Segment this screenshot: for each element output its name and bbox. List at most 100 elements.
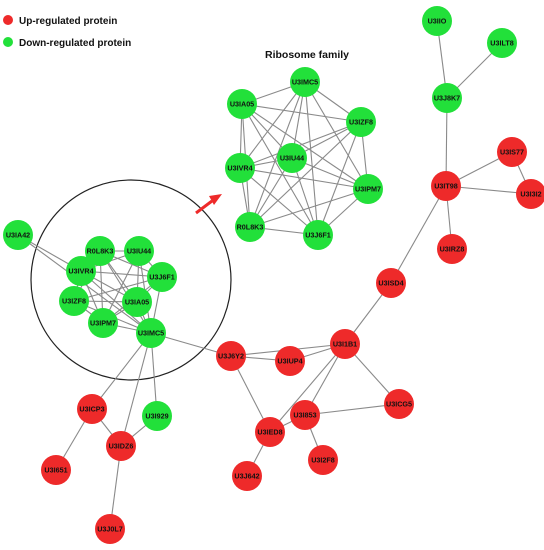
edge: [304, 81, 319, 236]
node-u3ipm7: U3IPM7: [88, 308, 118, 338]
node-u3imc5: U3IMC5: [136, 318, 166, 348]
node-u3j6f1: U3J6F1: [147, 262, 177, 292]
node-label: U3ICG5: [386, 400, 412, 409]
edge: [249, 188, 369, 228]
node-u3izf8: U3IZF8: [346, 107, 376, 137]
node-label: U3J0L7: [97, 525, 123, 534]
edge: [241, 103, 362, 123]
node-label: U3IZF8: [349, 118, 373, 127]
node-u3j6y2: U3J6Y2: [216, 341, 246, 371]
node-label: U3IA05: [125, 298, 149, 307]
node-marker: [124, 236, 154, 266]
ribosome-family-title: Ribosome family: [265, 49, 349, 61]
node-marker: [225, 153, 255, 183]
node-marker: [431, 171, 461, 201]
node-u3ilt8: U3ILT8: [487, 28, 517, 58]
edge: [241, 103, 319, 236]
node-marker: [384, 389, 414, 419]
node-u3j0l7: U3J0L7: [95, 514, 125, 544]
node-label: U3I1B1: [333, 340, 357, 349]
node-u3i853: U3I853: [290, 400, 320, 430]
node-u3izf8: U3IZF8: [59, 286, 89, 316]
legend-down-label: Down-regulated protein: [19, 38, 131, 49]
node-label: U3IA05: [230, 100, 254, 109]
node-u3isd4: U3ISD4: [376, 268, 406, 298]
node-u3iu44: U3IU44: [277, 143, 307, 173]
node-marker: [308, 445, 338, 475]
node-marker: [487, 28, 517, 58]
node-marker: [330, 329, 360, 359]
node-label: U3IVR4: [227, 164, 252, 173]
node-marker: [437, 234, 467, 264]
node-marker: [136, 318, 166, 348]
node-u3icg5: U3ICG5: [384, 389, 414, 419]
node-u3idz6: U3IDZ6: [106, 431, 136, 461]
legend: Up-regulated protein Down-regulated prot…: [3, 15, 131, 49]
node-u3imc5: U3IMC5: [290, 67, 320, 97]
node-marker: [353, 174, 383, 204]
node-r0l8k3: R0L8K3: [235, 212, 265, 242]
node-label: U3IMC5: [138, 329, 164, 338]
node-u3is77: U3IS77: [497, 137, 527, 167]
node-marker: [3, 220, 33, 250]
node-label: U3I3I2: [520, 190, 541, 199]
node-marker: [303, 220, 333, 250]
node-u3i3i2: U3I3I2: [516, 179, 544, 209]
node-label: U3IVR4: [68, 267, 93, 276]
node-u3ied8: U3IED8: [255, 417, 285, 447]
edge: [317, 121, 362, 236]
node-label: U3I853: [293, 411, 316, 420]
node-label: U3IPM7: [355, 185, 381, 194]
edge: [304, 403, 400, 416]
edge: [390, 185, 447, 284]
node-u3ivr4: U3IVR4: [225, 153, 255, 183]
node-marker: [88, 308, 118, 338]
node-u3iup4: U3IUP4: [275, 346, 305, 376]
node-u3ipm7: U3IPM7: [353, 174, 383, 204]
node-marker: [290, 400, 320, 430]
node-label: R0L8K3: [87, 247, 114, 256]
node-label: U3IDZ6: [109, 442, 134, 451]
node-u3icp3: U3ICP3: [77, 394, 107, 424]
node-label: U3J6Y2: [218, 352, 244, 361]
edge: [239, 121, 362, 169]
node-label: U3IRZ8: [440, 245, 465, 254]
node-u3ia05: U3IA05: [122, 287, 152, 317]
zoom-arrow: [195, 194, 222, 215]
node-marker: [277, 143, 307, 173]
node-marker: [122, 287, 152, 317]
node-label: U3I2F8: [311, 456, 335, 465]
legend-up-label: Up-regulated protein: [19, 16, 117, 27]
cluster-highlight-circle: [30, 179, 232, 381]
node-u3i1b1: U3I1B1: [330, 329, 360, 359]
zoom-arrow-head: [209, 194, 222, 205]
node-label: U3IA42: [6, 231, 30, 240]
edge: [269, 343, 346, 433]
edge: [249, 121, 362, 228]
node-label: U3J6F1: [149, 273, 175, 282]
node-label: U3IZF8: [62, 297, 86, 306]
node-marker: [346, 107, 376, 137]
node-u3i651: U3I651: [41, 455, 71, 485]
node-u3it98: U3IT98: [431, 171, 461, 201]
edge: [239, 167, 319, 236]
node-marker: [235, 212, 265, 242]
node-label: R0L8K3: [237, 223, 264, 232]
node-label: U3J6F1: [305, 231, 331, 240]
node-marker: [227, 89, 257, 119]
node-label: U3ILT8: [490, 39, 513, 48]
node-marker: [59, 286, 89, 316]
edge: [99, 250, 152, 334]
node-label: U3I651: [44, 466, 67, 475]
node-marker: [376, 268, 406, 298]
node-marker: [216, 341, 246, 371]
legend-up-marker: [3, 15, 13, 25]
node-label: U3I929: [145, 412, 168, 421]
node-u3irz8: U3IRZ8: [437, 234, 467, 264]
edge: [91, 332, 152, 410]
node-u3iio: U3IIO: [422, 6, 452, 36]
node-label: U3ISD4: [378, 279, 403, 288]
node-marker: [422, 6, 452, 36]
node-marker: [275, 346, 305, 376]
